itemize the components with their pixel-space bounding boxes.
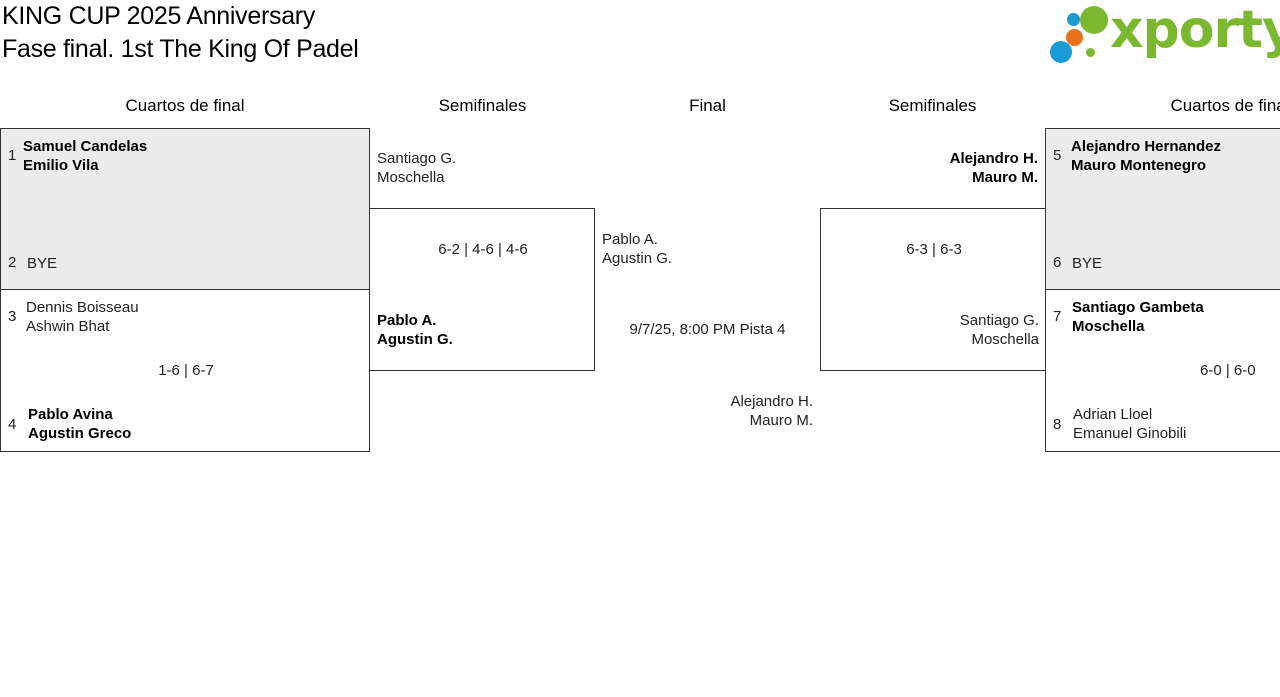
team-name: Pablo Avina Agustin Greco	[28, 405, 131, 443]
team-name: Samuel Candelas Emilio Vila	[23, 137, 147, 175]
player-name: Santiago G.	[959, 312, 1039, 329]
match-qf-right-bottom[interactable]: 7 Santiago Gambeta Moschella 6-0 | 6-0 8…	[1045, 289, 1280, 452]
match-score: 1-6 | 6-7	[158, 362, 214, 379]
seed-number: 7	[1053, 308, 1062, 325]
tournament-title: KING CUP 2025 Anniversary	[2, 2, 316, 30]
team-name: Adrian Lloel Emanuel Ginobili	[1073, 405, 1186, 443]
final-team-a: Pablo A. Agustin G.	[602, 230, 672, 268]
player-name: Emilio Vila	[23, 157, 99, 174]
match-qf-left-bottom[interactable]: 3 Dennis Boisseau Ashwin Bhat 1-6 | 6-7 …	[0, 289, 370, 452]
player-name: Moschella	[1072, 318, 1145, 335]
logo-dot-green	[1080, 6, 1108, 34]
player-name: Alejandro H.	[949, 150, 1038, 167]
player-name: Emanuel Ginobili	[1073, 425, 1187, 442]
player-name: Agustin G.	[377, 331, 453, 348]
match-sf-right[interactable]: 6-3 | 6-3 Santiago G. Moschella	[820, 208, 1046, 371]
logo-dot-orange	[1066, 29, 1083, 46]
col-head-right-sf: Semifinales	[888, 96, 977, 115]
player-name: Agustin G.	[602, 250, 673, 267]
col-head-right-qf: Cuartos de final	[1170, 96, 1280, 115]
match-sf-left[interactable]: 6-2 | 4-6 | 4-6 Pablo A. Agustin G.	[369, 208, 595, 371]
player-name: Alejandro Hernandez	[1071, 138, 1222, 155]
player-name: Mauro M.	[972, 169, 1038, 186]
player-name: Adrian Lloel	[1073, 406, 1153, 423]
logo-dot-green-small	[1086, 48, 1095, 57]
col-head-final: Final	[689, 96, 726, 115]
seed-number: 6	[1053, 254, 1062, 271]
col-head-left-qf: Cuartos de final	[125, 96, 245, 115]
player-name: Ashwin Bhat	[26, 318, 110, 335]
team-name: Santiago Gambeta Moschella	[1072, 298, 1204, 336]
player-name: Santiago Gambeta	[1072, 299, 1204, 316]
team-name: Alejandro Hernandez Mauro Montenegro	[1071, 137, 1221, 175]
match-score: 6-2 | 4-6 | 4-6	[438, 241, 528, 258]
player-name: Santiago G.	[377, 150, 457, 167]
seed-number: 5	[1053, 147, 1062, 164]
seed-number: 1	[8, 147, 17, 164]
logo-dot-blue-small	[1067, 13, 1080, 26]
sf-right-team-b: Santiago G. Moschella	[821, 311, 1039, 349]
player-name: Pablo Avina	[28, 406, 113, 423]
player-name: Mauro Montenegro	[1071, 157, 1206, 174]
sf-left-team-b: Pablo A. Agustin G.	[377, 311, 453, 349]
player-name: Moschella	[971, 331, 1039, 348]
match-score: 6-3 | 6-3	[906, 241, 962, 258]
phase-title: Fase final. 1st The King Of Padel	[2, 35, 359, 63]
seed-number: 2	[8, 254, 17, 271]
match-qf-right-top[interactable]: 5 Alejandro Hernandez Mauro Montenegro 6…	[1045, 128, 1280, 290]
sf-right-team-a: Alejandro H. Mauro M.	[820, 149, 1038, 187]
final-team-b: Alejandro H. Mauro M.	[595, 392, 813, 430]
match-qf-left-top[interactable]: 1 Samuel Candelas Emilio Vila 2 BYE	[0, 128, 370, 290]
player-name: Alejandro H.	[730, 393, 813, 410]
seed-number: 8	[1053, 416, 1062, 433]
bye-label: BYE	[27, 255, 58, 272]
player-name: Pablo A.	[602, 231, 658, 248]
player-name: Pablo A.	[377, 312, 437, 329]
player-name: Moschella	[377, 169, 445, 186]
team-name: Dennis Boisseau Ashwin Bhat	[26, 298, 139, 336]
sf-left-team-a: Santiago G. Moschella	[377, 149, 456, 187]
logo-text: xporty	[1110, 0, 1280, 60]
player-name: Samuel Candelas	[23, 138, 148, 155]
col-head-left-sf: Semifinales	[438, 96, 527, 115]
seed-number: 4	[8, 416, 17, 433]
player-name: Agustin Greco	[28, 425, 132, 442]
logo-dot-blue	[1050, 41, 1072, 63]
match-score: 6-0 | 6-0	[1200, 362, 1256, 379]
seed-number: 3	[8, 308, 17, 325]
player-name: Mauro M.	[749, 412, 813, 429]
final-schedule[interactable]: 9/7/25, 8:00 PM Pista 4	[629, 321, 786, 338]
bye-label: BYE	[1072, 255, 1103, 272]
xporty-logo[interactable]: xporty	[1050, 0, 1280, 68]
player-name: Dennis Boisseau	[26, 299, 139, 316]
